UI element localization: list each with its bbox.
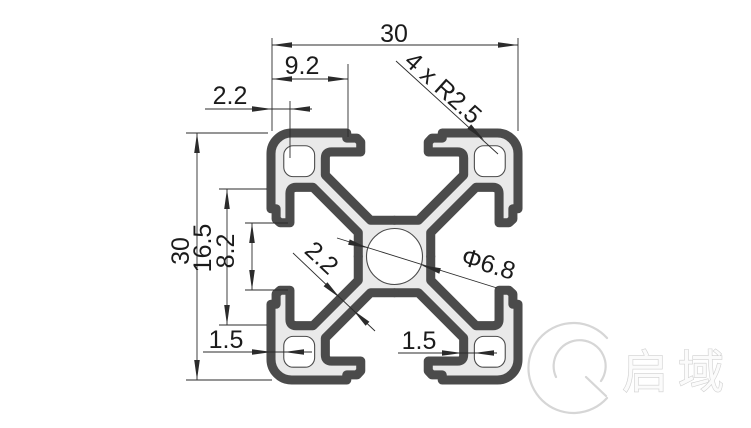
watermark-logo: 启域 <box>527 321 734 415</box>
corner-hole-top-right <box>474 146 505 177</box>
center-hole <box>367 229 423 285</box>
dim-slot-cavity-width: 16.5 <box>189 224 217 273</box>
dim-overall-height: 30 <box>167 237 195 265</box>
dimension-arrows <box>194 42 518 380</box>
dim-top-wall: 2.2 <box>213 82 248 110</box>
watermark-text: 启域 <box>622 346 734 398</box>
dim-bottom-center-wall: 1.5 <box>402 327 437 355</box>
dim-bottom-left-wall: 1.5 <box>209 326 244 354</box>
dim-web-thickness: 2.2 <box>299 236 344 280</box>
dim-overall-width: 30 <box>380 20 408 48</box>
dim-corner-block-offset: 9.2 <box>285 52 320 80</box>
watermark-q-tail <box>584 375 608 398</box>
dim-center-hole: Φ6.8 <box>458 243 518 286</box>
dim-corner-radius: 4 x R2.5 <box>399 47 487 130</box>
watermark-q-arc <box>552 339 607 383</box>
corner-hole-top-left <box>284 146 315 177</box>
watermark-circle <box>527 321 609 415</box>
dim-slot-opening: 8.2 <box>212 234 240 269</box>
